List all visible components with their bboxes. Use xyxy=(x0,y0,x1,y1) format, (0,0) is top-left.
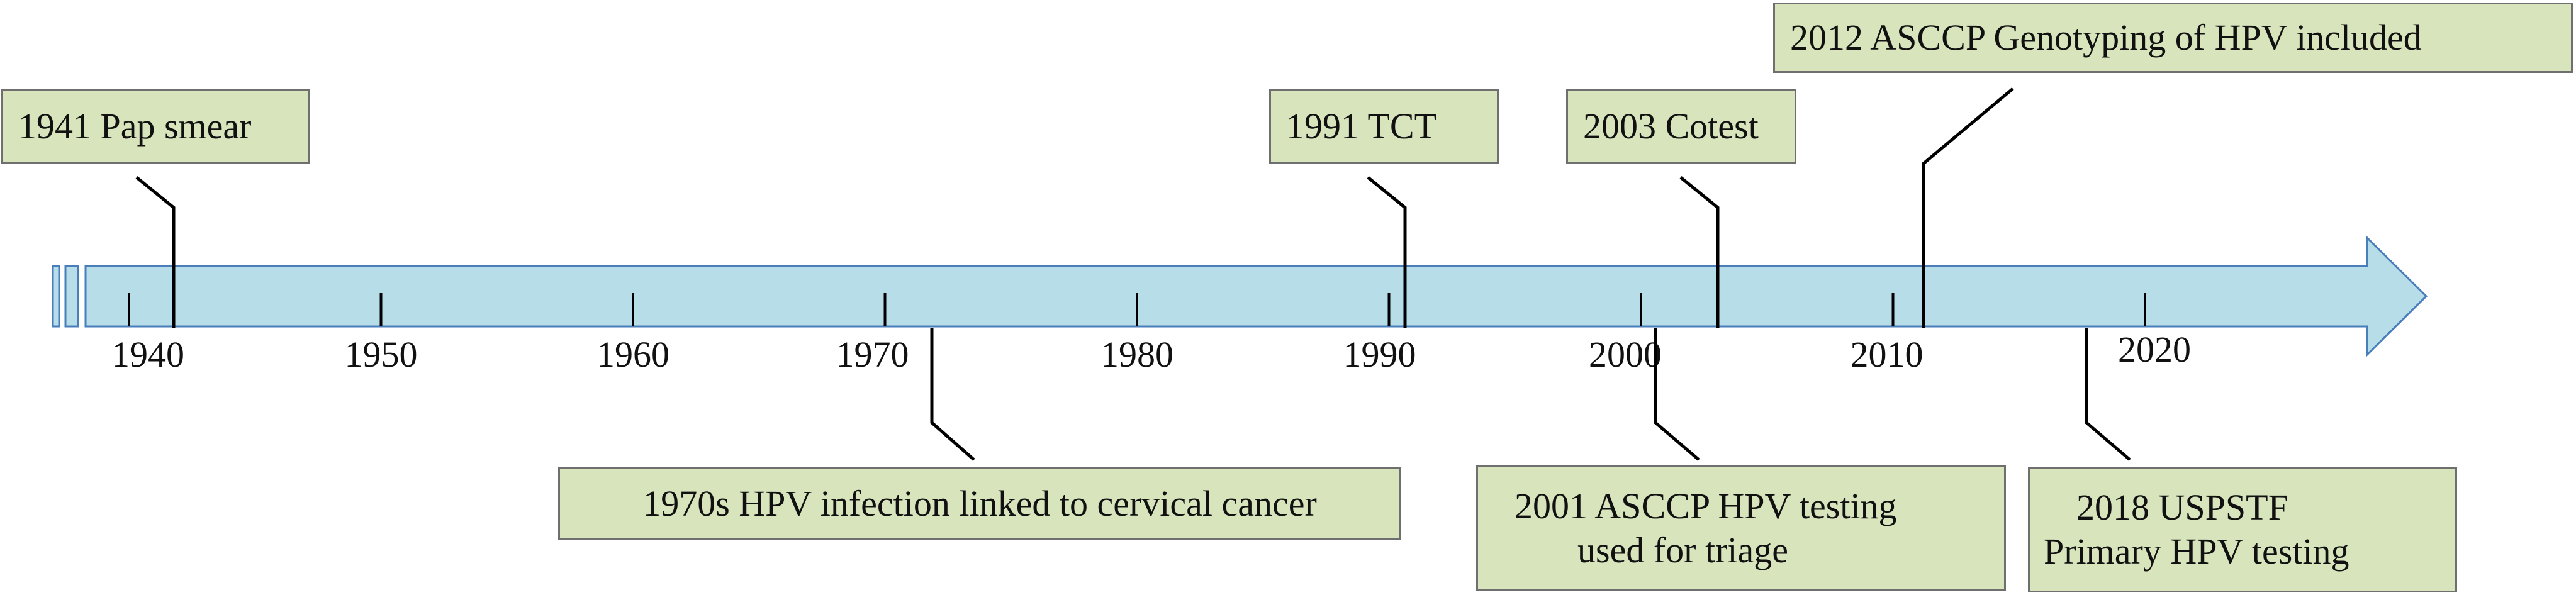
year-label-1990: 1990 xyxy=(1343,334,1416,375)
event-2018-label-line1: 2018 USPSTF xyxy=(2076,487,2288,528)
connector-1941 xyxy=(135,176,176,328)
year-label-1940: 1940 xyxy=(111,334,184,375)
year-ticks: 1940 1950 1960 1970 1980 1990 2000 2010 2020 xyxy=(111,293,2191,375)
event-2001-label-line1: 2001 ASCCP HPV testing xyxy=(1515,486,1897,527)
year-label-1970: 1970 xyxy=(836,334,909,375)
event-1941-label: 1941 Pap smear xyxy=(18,106,252,147)
event-2018-label-line2: Primary HPV testing xyxy=(2044,531,2349,572)
event-2003-label: 2003 Cotest xyxy=(1583,106,1759,147)
event-2012-label: 2012 ASCCP Genotyping of HPV included xyxy=(1790,17,2422,58)
event-connectors xyxy=(135,87,2131,461)
event-1970s-label: 1970s HPV infection linked to cervical c… xyxy=(642,483,1317,525)
year-label-2020: 2020 xyxy=(2118,329,2191,370)
year-label-2010: 2010 xyxy=(1851,334,1924,375)
event-2018-uspstf: 2018 USPSTF Primary HPV testing xyxy=(2028,467,2457,592)
event-1991-label: 1991 TCT xyxy=(1286,106,1436,147)
connector-1970s xyxy=(930,328,975,461)
year-label-1950: 1950 xyxy=(345,334,418,375)
event-1941-pap-smear: 1941 Pap smear xyxy=(1,89,310,164)
axis-break-mark-1 xyxy=(52,265,60,328)
connector-2003 xyxy=(1679,176,1720,328)
event-2001-asccp-triage: 2001 ASCCP HPV testing used for triage xyxy=(1476,465,2006,591)
timeline-arrow xyxy=(84,235,2428,357)
event-2012-genotyping: 2012 ASCCP Genotyping of HPV included xyxy=(1773,3,2573,73)
connector-1991 xyxy=(1367,176,1407,328)
event-1970s-hpv-cervical-cancer: 1970s HPV infection linked to cervical c… xyxy=(558,467,1401,540)
event-2001-label-line2: used for triage xyxy=(1577,530,1788,570)
year-label-2000: 2000 xyxy=(1589,334,1662,375)
axis-break-mark-2 xyxy=(64,265,79,328)
event-2003-cotest: 2003 Cotest xyxy=(1566,89,1796,164)
year-label-1980: 1980 xyxy=(1100,334,1173,375)
connector-2018 xyxy=(2085,328,2131,461)
year-label-1960: 1960 xyxy=(596,334,669,375)
event-1991-tct: 1991 TCT xyxy=(1269,89,1499,164)
connector-2001 xyxy=(1654,328,1700,461)
connector-2012 xyxy=(1922,87,2014,328)
